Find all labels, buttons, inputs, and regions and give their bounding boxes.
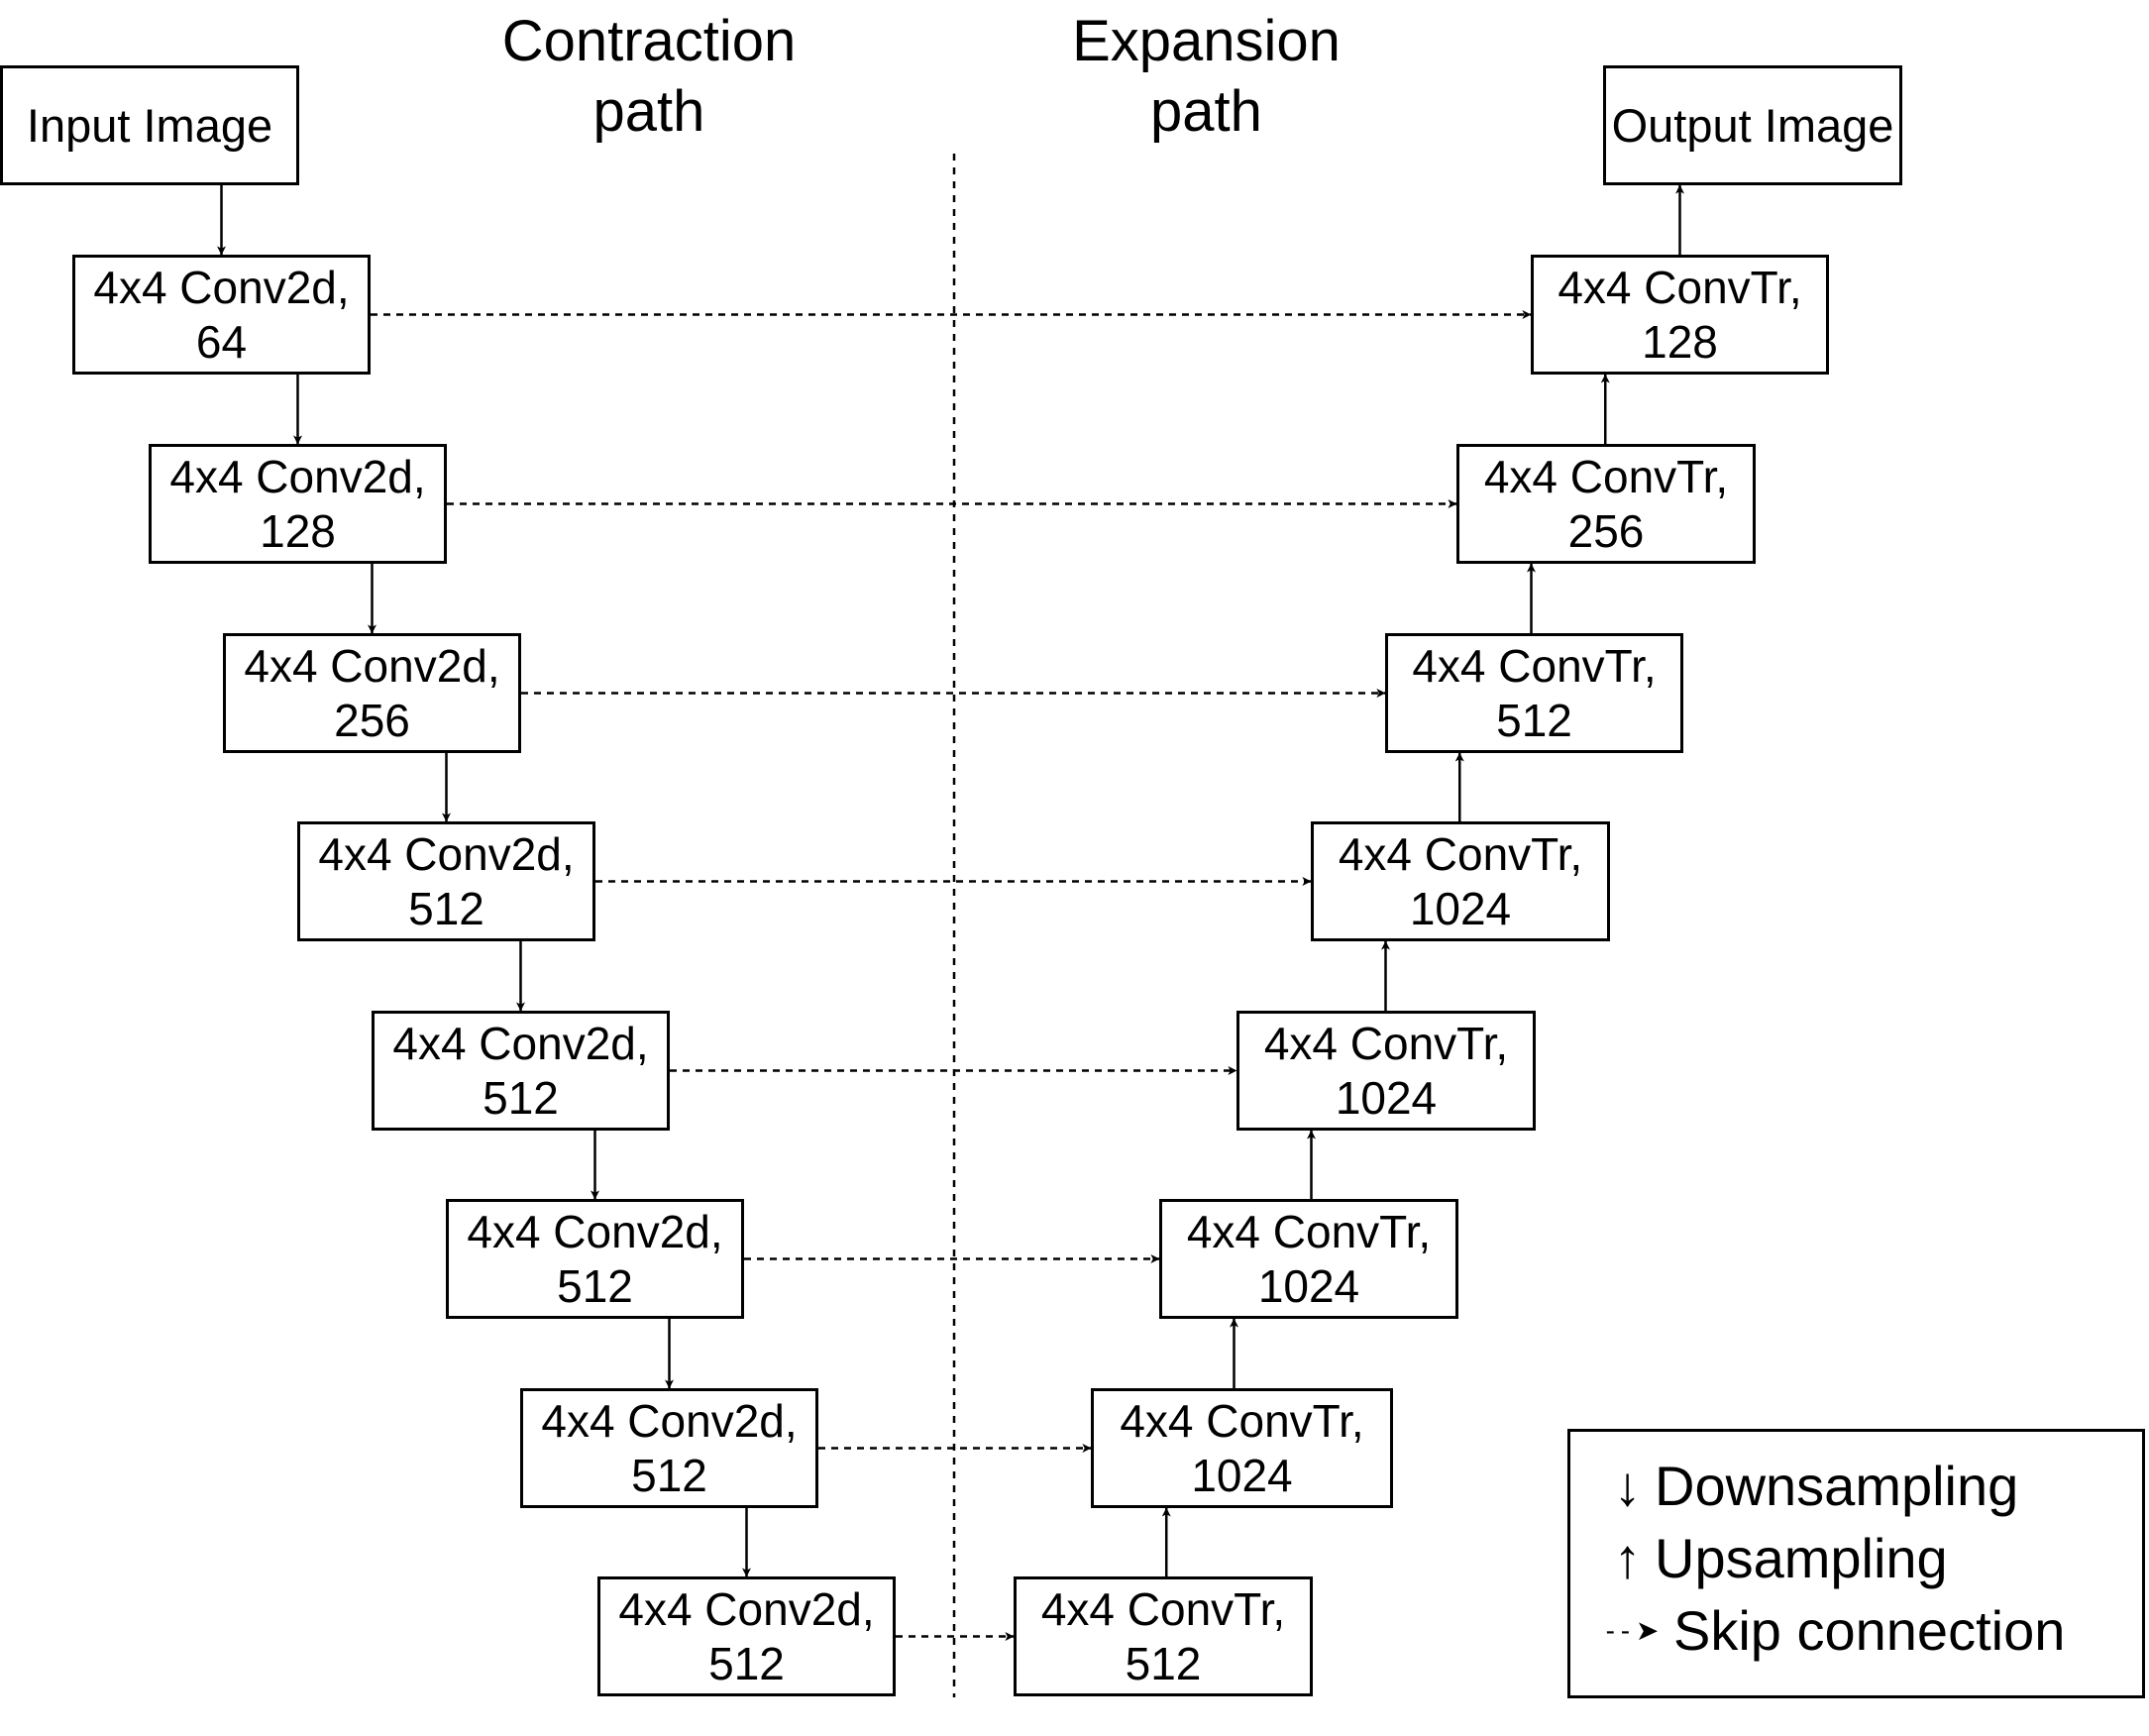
convtr-block-512-upper: 4x4 ConvTr,512 bbox=[1385, 633, 1683, 753]
block-channels-label: 256 bbox=[334, 694, 410, 746]
block-channels-label: 512 bbox=[557, 1259, 633, 1312]
block-channels-label: 128 bbox=[260, 504, 336, 557]
block-channels-label: 1024 bbox=[1409, 882, 1512, 934]
input-image-label: Input Image bbox=[26, 99, 273, 152]
convtr-block-256: 4x4 ConvTr,256 bbox=[1456, 444, 1756, 564]
block-channels-label: 256 bbox=[1567, 504, 1645, 557]
legend-label-upsampling: Upsampling bbox=[1655, 1527, 1948, 1589]
block-channels-label: 512 bbox=[631, 1449, 707, 1501]
input-image-box: Input Image bbox=[0, 65, 299, 185]
output-image-box: Output Image bbox=[1603, 65, 1902, 185]
block-op-label: 4x4 Conv2d, bbox=[244, 639, 500, 692]
block-channels-label: 128 bbox=[1642, 315, 1718, 368]
convtr-block-1024-c: 4x4 ConvTr,1024 bbox=[1159, 1199, 1458, 1319]
conv2d-block-3: 4x4 Conv2d,256 bbox=[223, 633, 521, 753]
legend-item-skip-connection: - - ➤ Skip connection bbox=[1598, 1596, 2066, 1666]
contraction-heading-line1: Contraction bbox=[501, 9, 797, 73]
block-op-label: 4x4 Conv2d, bbox=[169, 450, 426, 502]
convtr-block-1024-a: 4x4 ConvTr,1024 bbox=[1311, 821, 1610, 941]
dashed-arrow-icon: - - ➤ bbox=[1605, 1615, 1660, 1646]
expansion-heading-line2: path bbox=[1150, 79, 1262, 144]
block-op-label: 4x4 Conv2d, bbox=[618, 1582, 875, 1635]
block-channels-label: 1024 bbox=[1191, 1449, 1293, 1501]
up-arrow-icon: ↑ bbox=[1613, 1527, 1642, 1589]
convtr-block-128: 4x4 ConvTr,128 bbox=[1531, 255, 1829, 375]
block-op-label: 4x4 ConvTr, bbox=[1263, 1017, 1509, 1069]
block-channels-label: 512 bbox=[408, 882, 484, 934]
block-channels-label: 512 bbox=[708, 1637, 785, 1689]
block-op-label: 4x4 Conv2d, bbox=[541, 1394, 798, 1447]
legend-item-upsampling: ↑ Upsampling bbox=[1600, 1524, 1948, 1593]
block-channels-label: 512 bbox=[1496, 694, 1572, 746]
block-op-label: 4x4 ConvTr, bbox=[1483, 450, 1729, 502]
contraction-path-heading: Contraction path bbox=[456, 6, 842, 147]
block-channels-label: 512 bbox=[1125, 1637, 1202, 1689]
conv2d-block-2: 4x4 Conv2d,128 bbox=[149, 444, 447, 564]
block-op-label: 4x4 ConvTr, bbox=[1120, 1394, 1364, 1447]
output-image-label: Output Image bbox=[1611, 99, 1894, 152]
block-op-label: 4x4 ConvTr, bbox=[1338, 827, 1583, 880]
contraction-heading-line2: path bbox=[592, 79, 705, 144]
block-op-label: 4x4 Conv2d, bbox=[93, 261, 350, 313]
expansion-heading-line1: Expansion bbox=[1072, 9, 1341, 73]
convtr-block-1024-d: 4x4 ConvTr,1024 bbox=[1091, 1388, 1393, 1508]
legend-item-downsampling: ↓ Downsampling bbox=[1600, 1452, 2019, 1521]
conv2d-block-1: 4x4 Conv2d,64 bbox=[72, 255, 371, 375]
convtr-block-512-lower: 4x4 ConvTr,512 bbox=[1014, 1576, 1313, 1696]
expansion-path-heading: Expansion path bbox=[1016, 6, 1397, 147]
legend-label-skip-connection: Skip connection bbox=[1673, 1599, 2066, 1662]
conv2d-block-8: 4x4 Conv2d,512 bbox=[597, 1576, 896, 1696]
block-channels-label: 1024 bbox=[1257, 1259, 1360, 1312]
block-op-label: 4x4 ConvTr, bbox=[1412, 639, 1657, 692]
conv2d-block-4: 4x4 Conv2d,512 bbox=[297, 821, 595, 941]
block-op-label: 4x4 ConvTr, bbox=[1040, 1582, 1286, 1635]
block-op-label: 4x4 Conv2d, bbox=[318, 827, 575, 880]
block-channels-label: 64 bbox=[195, 315, 248, 368]
block-channels-label: 1024 bbox=[1335, 1071, 1438, 1124]
block-channels-label: 512 bbox=[483, 1071, 559, 1124]
block-op-label: 4x4 Conv2d, bbox=[392, 1017, 649, 1069]
conv2d-block-7: 4x4 Conv2d,512 bbox=[520, 1388, 818, 1508]
legend-label-downsampling: Downsampling bbox=[1655, 1455, 2019, 1517]
conv2d-block-6: 4x4 Conv2d,512 bbox=[446, 1199, 744, 1319]
legend: ↓ Downsampling ↑ Upsampling - - ➤ Skip c… bbox=[1567, 1429, 2145, 1698]
down-arrow-icon: ↓ bbox=[1613, 1455, 1642, 1517]
block-op-label: 4x4 Conv2d, bbox=[467, 1205, 723, 1257]
block-op-label: 4x4 ConvTr, bbox=[1558, 261, 1802, 313]
block-op-label: 4x4 ConvTr, bbox=[1186, 1205, 1432, 1257]
conv2d-block-5: 4x4 Conv2d,512 bbox=[372, 1011, 670, 1131]
convtr-block-1024-b: 4x4 ConvTr,1024 bbox=[1236, 1011, 1536, 1131]
